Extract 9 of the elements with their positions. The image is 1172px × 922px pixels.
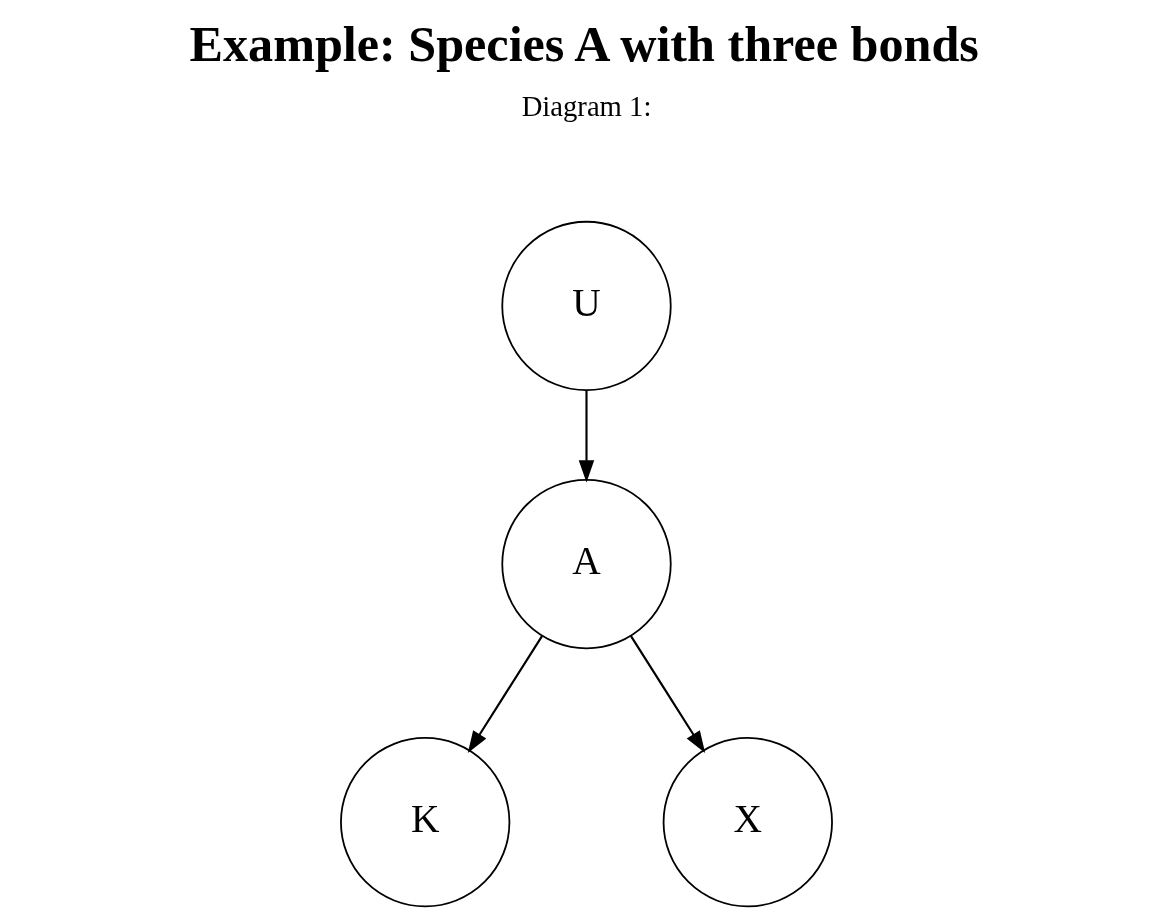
node-circle: K [339,737,510,908]
arrow [629,635,705,754]
node-circle: X [662,737,833,908]
label: Diagram 1: [521,89,651,122]
arrow [467,635,543,754]
arrow [578,390,594,483]
node-circle: A [500,478,672,650]
diagram-title: Example: Species A with three bonds [189,16,979,73]
node-circle: U [500,220,672,392]
